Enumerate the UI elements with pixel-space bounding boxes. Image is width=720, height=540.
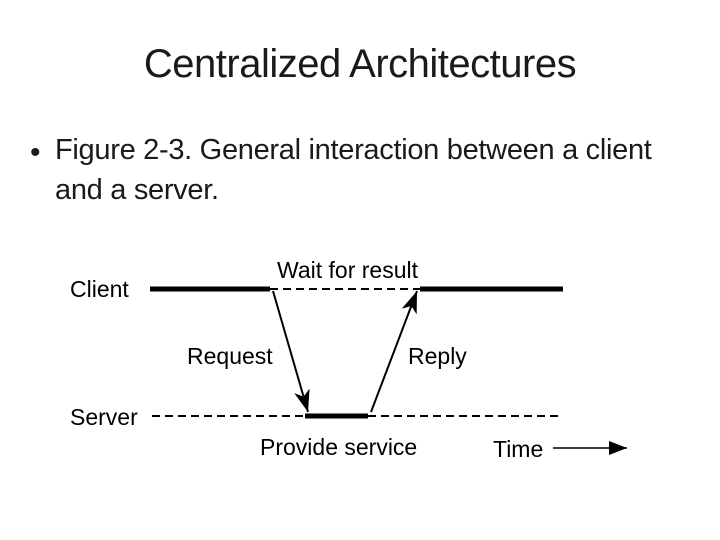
slide-title: Centralized Architectures [143, 42, 577, 86]
time-label: Time [493, 436, 543, 462]
figure-caption-line-1: Figure 2-3. General interaction between … [55, 134, 652, 166]
diagram-lines [150, 286, 627, 455]
client-label: Client [70, 276, 129, 302]
wait-for-result-label: Wait for result [277, 257, 419, 283]
figure-caption-line-2: and a server. [55, 174, 219, 206]
reply-arrow [370, 290, 418, 413]
server-label: Server [70, 404, 138, 430]
bullet-point-icon: • [30, 136, 41, 169]
reply-label: Reply [408, 343, 467, 369]
provide-service-label: Provide service [260, 434, 417, 460]
diagram-labels: Client Wait for result Request Reply Ser… [70, 257, 543, 462]
figure-caption: Figure 2-3. General interaction between … [55, 130, 705, 210]
request-label: Request [187, 343, 273, 369]
request-arrow [272, 290, 310, 413]
